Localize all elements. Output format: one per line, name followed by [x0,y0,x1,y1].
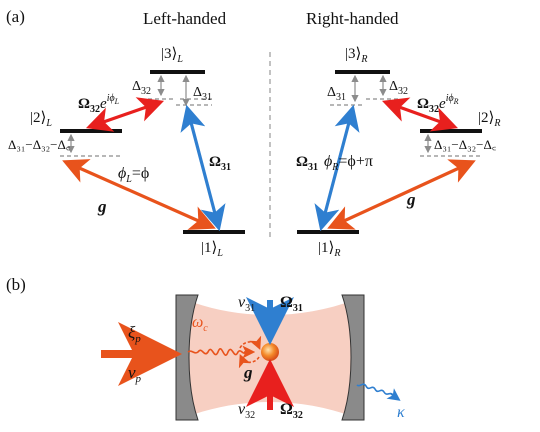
kappa-label: κ [397,404,405,421]
left-ket-3: |3⟩L [161,46,183,65]
left-g-label: g [97,197,107,216]
right-g-arrow [327,159,476,230]
right-phi-label: ϕR=ϕ+π [324,153,373,173]
left-omega31-arrow [180,104,226,232]
left-omega31-label: Ω31 [209,154,231,173]
cavity-diagram: ξp vp ωc g v31 Ω31 v32 Ω32 κ [101,294,405,421]
v31-label: v31 [238,294,255,314]
probe-xi-label: ξp [128,323,141,345]
panel-a-label: (a) [6,7,25,26]
atom [261,343,279,361]
right-mirror [341,294,365,421]
right-detuning-2-label: Δ₃₁−Δ₃₂−Δ꜀ [434,137,496,152]
left-omega32-arrow [85,97,165,132]
right-omega31-label: Ω31 [296,154,318,173]
right-omega31-arrow [314,104,360,232]
left-delta31-label: Δ31 [193,85,212,103]
v32-label: v32 [238,401,255,421]
right-omega32-arrow [381,97,459,132]
right-g-label: g [406,190,416,209]
left-handed-title: Left-handed [143,9,227,28]
omega-c-label: ωc [192,314,208,334]
right-delta31-label: Δ31 [327,85,346,103]
panel-b-label: (b) [6,275,26,294]
left-handed-scheme: Left-handed |3⟩L Δ32 Δ31 |2⟩L Δ₃₁−Δ₃₂−Δ꜀… [8,9,245,259]
left-ket-2: |2⟩L [30,110,52,129]
left-phi-label: ϕL=ϕ [118,165,149,185]
left-ket-1: |1⟩L [201,240,223,259]
Omega31-label: Ω31 [280,294,303,314]
cavity-photon-wave [187,348,247,356]
right-ket-3: |3⟩R [345,46,367,65]
right-ket-2: |2⟩R [478,110,500,129]
left-omega32-label: Ω32eiϕL [78,93,120,115]
probe-nu-label: vp [128,363,142,385]
coupling-g-label: g [243,363,253,382]
right-ket-1: |1⟩R [318,240,340,259]
Omega32-label: Ω32 [280,401,303,421]
right-handed-title: Right-handed [306,9,399,28]
right-delta32-label: Δ32 [389,79,408,97]
right-omega32-label: Ω32eiϕR [417,93,459,115]
left-delta32-label: Δ32 [132,79,151,97]
right-handed-scheme: Right-handed |3⟩R Δ31 Δ32 |2⟩R Δ₃₁−Δ₃₂−Δ… [296,9,500,259]
left-detuning-2-label: Δ₃₁−Δ₃₂−Δ꜀ [8,137,70,152]
